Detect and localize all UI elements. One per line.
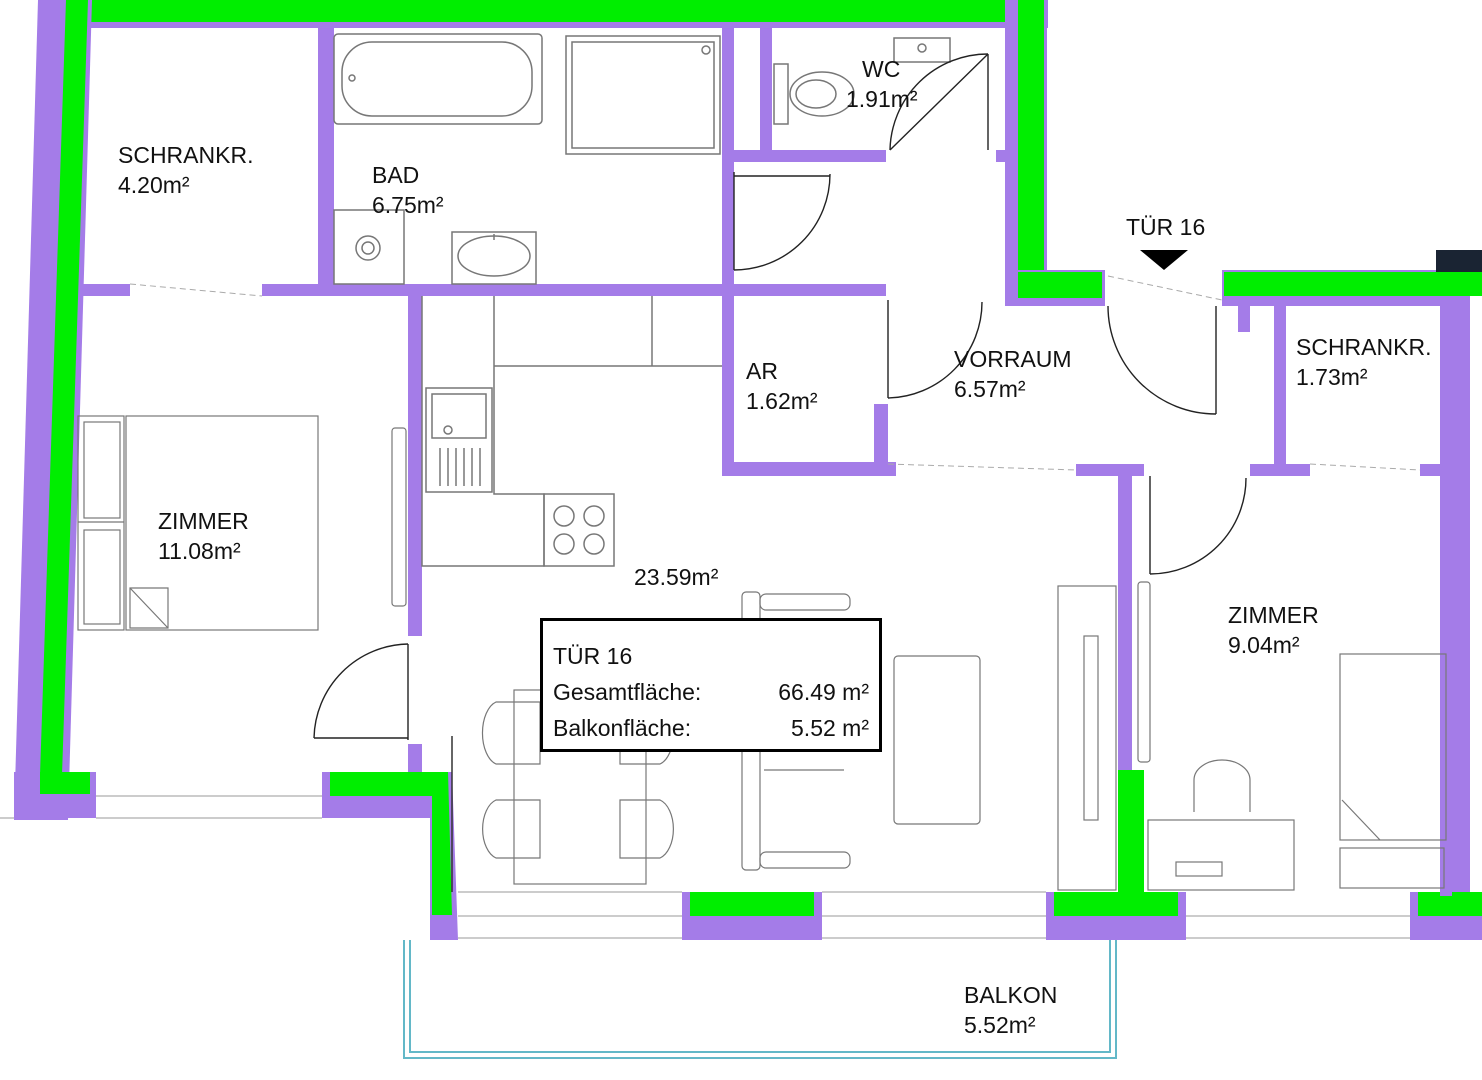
room-label-ar: AR 1.62m² <box>746 356 818 416</box>
room-label-balkon: BALKON 5.52m² <box>964 980 1057 1040</box>
room-name: ZIMMER <box>1228 602 1319 628</box>
room-area: 6.57m² <box>954 376 1026 402</box>
room-label-vorraum: VORRAUM 6.57m² <box>954 344 1072 404</box>
room-name: BALKON <box>964 982 1058 1008</box>
toilet-wc-icon <box>773 37 951 125</box>
room-label-bad: BAD 6.75m² <box>372 160 444 220</box>
room-name: AR <box>746 358 778 384</box>
room-label-zimmer-left: ZIMMER 11.08m² <box>158 506 249 566</box>
info-balkon-value: 5.52 m² <box>791 715 869 741</box>
room-area: 1.73m² <box>1296 364 1368 390</box>
bed-left-icon <box>77 415 319 631</box>
room-area: 6.75m² <box>372 192 444 218</box>
kitchen-counter <box>421 296 722 567</box>
bathtub-icon <box>333 33 543 125</box>
room-area: 23.59m² <box>634 564 719 590</box>
info-gesamt-value: 66.49 m² <box>778 679 869 705</box>
washbasin-icon <box>451 231 537 285</box>
exterior-walls <box>14 0 1482 940</box>
room-name: SCHRANKR. <box>1296 334 1432 360</box>
washing-machine-icon <box>333 209 405 285</box>
room-area: 4.20m² <box>118 172 190 198</box>
cooktop-icon <box>553 505 605 555</box>
desk-right-icon <box>1137 581 1295 891</box>
entrance-label: TÜR 16 <box>1126 214 1206 240</box>
room-name: ZIMMER <box>158 508 249 534</box>
room-area: 1.62m² <box>746 388 818 414</box>
room-name: SCHRANKR. <box>118 142 254 168</box>
info-gesamt-label: Gesamtfläche: <box>553 679 702 705</box>
interior-walls <box>80 28 1460 896</box>
room-name: BAD <box>372 162 420 188</box>
window-lines <box>0 795 1410 939</box>
wardrobe-left-icon <box>391 427 407 607</box>
room-area: 11.08m² <box>158 538 241 564</box>
room-label-zimmer-right: ZIMMER 9.04m² <box>1228 600 1319 660</box>
room-label-schrankr-left: SCHRANKR. 4.20m² <box>118 140 253 200</box>
room-label-wohnkueche: 23.59m² <box>634 562 718 592</box>
kitchen-sink-icon <box>425 387 493 493</box>
shower-tray-icon <box>565 35 721 155</box>
balcony-outline <box>403 940 1117 1059</box>
room-label-wc: WC 1.91m² <box>846 54 918 114</box>
room-name: WC <box>862 56 901 82</box>
info-balkon-label: Balkonfläche: <box>553 715 692 741</box>
unit-info-box: TÜR 16 Gesamtfläche: 66.49 m² Balkonfläc… <box>540 618 882 752</box>
entrance-arrow-icon <box>1140 250 1188 270</box>
doors <box>313 53 1247 740</box>
door-openings <box>129 275 1421 471</box>
bed-right-icon <box>1339 653 1447 889</box>
room-label-schrankr-right: SCHRANKR. 1.73m² <box>1296 332 1431 392</box>
room-name: VORRAUM <box>954 346 1072 372</box>
room-area: 9.04m² <box>1228 632 1300 658</box>
room-area: 1.91m² <box>846 86 918 112</box>
info-title: TÜR 16 <box>553 643 633 669</box>
room-area: 5.52m² <box>964 1012 1036 1038</box>
tv-cabinet-icon <box>1057 585 1117 891</box>
